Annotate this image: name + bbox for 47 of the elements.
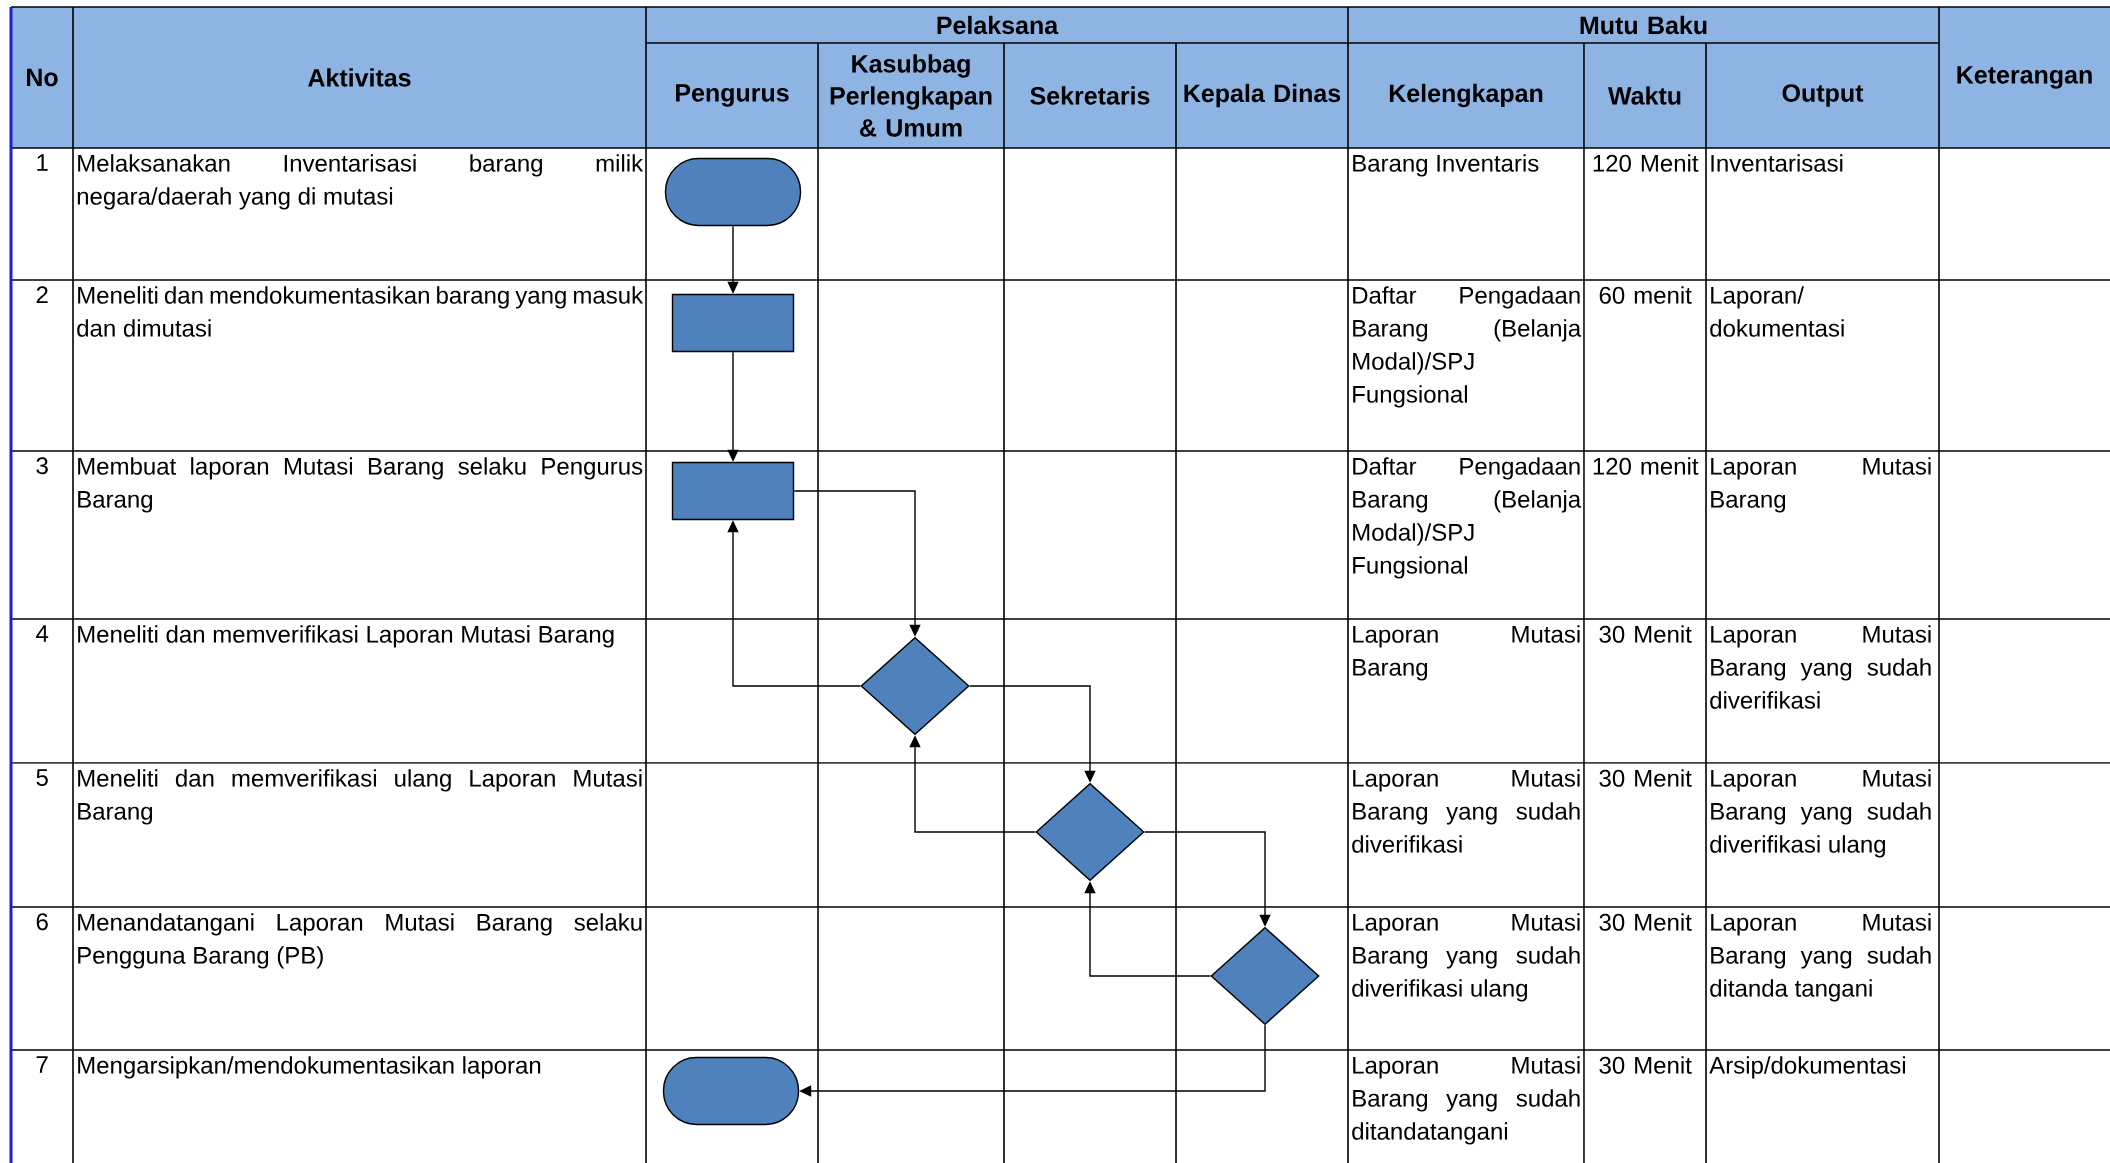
row-number: 1 bbox=[37, 154, 48, 171]
time-text: 30 Menit bbox=[1599, 625, 1692, 643]
row-number: 7 bbox=[36, 1056, 48, 1073]
output-text: Laporan Mutasi Barang yang sudah diverifikasi bbox=[1710, 625, 1931, 709]
output-text: Laporan/ dokumentasi bbox=[1710, 286, 1844, 337]
process-box bbox=[671, 461, 795, 521]
time-text: 30 Menit bbox=[1599, 913, 1692, 931]
header-cell: Kelengkapan bbox=[1348, 43, 1584, 148]
row-number: 2 bbox=[36, 286, 48, 303]
terminator-shape bbox=[664, 157, 802, 227]
output-text: Arsip/dokumentasi bbox=[1709, 1056, 1905, 1079]
activity-text: Melaksanakan Inventarisasi barang milik negara/daerah yang di mutasi bbox=[77, 154, 644, 210]
requirement-text: Daftar Pengadaan Barang (Belanja Modal)/SPJ Fungsional bbox=[1353, 286, 1582, 408]
header-cell: Output bbox=[1706, 43, 1939, 148]
activity-text: Meneliti dan mendokumentasikan barang yang masuk dan dimutasi bbox=[77, 286, 644, 337]
requirement-text: Laporan Mutasi Barang yang sudah diverifikasi ulang bbox=[1352, 913, 1580, 1002]
requirement-text: Barang Inventaris bbox=[1353, 154, 1539, 177]
terminator-shape bbox=[662, 1056, 800, 1126]
row-number: 5 bbox=[36, 769, 48, 786]
requirement-text: Laporan Mutasi Barang yang sudah ditandatangani bbox=[1352, 1056, 1580, 1145]
requirement-text: Laporan Mutasi Barang bbox=[1353, 625, 1580, 681]
output-text: Inventarisasi bbox=[1711, 154, 1843, 172]
row-number: 3 bbox=[36, 457, 48, 475]
time-text: 30 Menit bbox=[1599, 769, 1692, 787]
output-text: Laporan Mutasi Barang yang sudah ditanda tangani bbox=[1710, 913, 1931, 1002]
header-cell: Kasubbag Perlengkapan & Umum bbox=[818, 43, 1004, 148]
row-number: 6 bbox=[36, 913, 48, 931]
header-cell: Waktu bbox=[1584, 43, 1706, 148]
output-text: Laporan Mutasi Barang yang sudah diverifikasi ulang bbox=[1710, 769, 1931, 858]
header-cell: Keterangan bbox=[1939, 7, 2110, 148]
header-cell: Pelaksana bbox=[646, 7, 1348, 43]
process-box bbox=[671, 293, 795, 353]
time-text: 120 Menit bbox=[1593, 154, 1699, 172]
activity-text: Mengarsipkan/mendokumentasikan laporan bbox=[78, 1056, 541, 1079]
row-number: 4 bbox=[36, 625, 49, 642]
header-cell: No bbox=[11, 7, 73, 148]
time-text: 30 Menit bbox=[1599, 1056, 1692, 1074]
time-text: 60 menit bbox=[1599, 286, 1692, 304]
requirement-text: Daftar Pengadaan Barang (Belanja Modal)/SPJ Fungsional bbox=[1353, 457, 1582, 579]
activity-text: Meneliti dan memverifikasi ulang Laporan Mutasi Barang bbox=[78, 769, 642, 825]
header-cell: Sekretaris bbox=[1004, 43, 1176, 148]
header-cell: Pengurus bbox=[646, 43, 818, 148]
output-text: Laporan Mutasi Barang bbox=[1711, 457, 1931, 513]
header-cell: Mutu Baku bbox=[1348, 7, 1939, 43]
header-cell: Kepala Dinas bbox=[1176, 43, 1348, 148]
activity-text: Meneliti dan memverifikasi Laporan Mutasi Barang bbox=[78, 625, 614, 648]
time-text: 120 menit bbox=[1593, 457, 1699, 475]
